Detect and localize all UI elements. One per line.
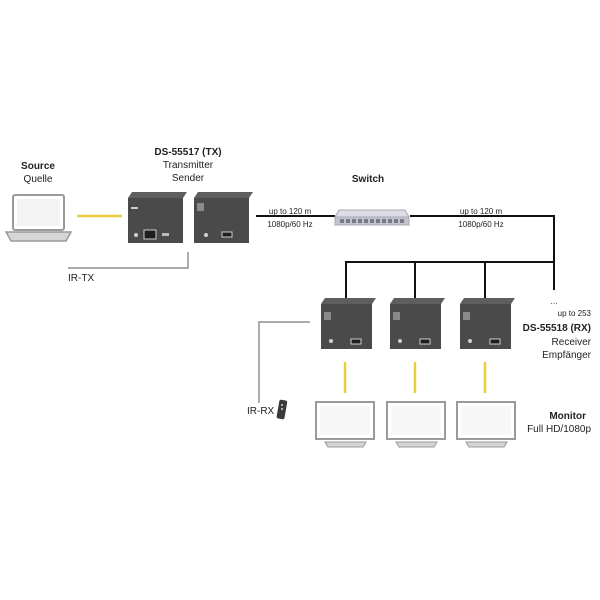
link-right-distance: up to 120 m [459, 207, 503, 216]
source-subtitle: Quelle [23, 174, 53, 185]
laptop-icon [4, 194, 73, 242]
receiver-model: DS-55518 (RX) [522, 323, 591, 334]
receiver-more-ellipsis: … [550, 297, 558, 306]
receiver-label-de: Empfänger [542, 350, 591, 361]
link-right-resolution: 1080p/60 Hz [458, 220, 504, 229]
transmitter-model: DS-55517 (TX) [154, 147, 222, 158]
monitor-icon-3 [456, 401, 516, 448]
monitor-subtitle: Full HD/1080p [527, 424, 591, 435]
transmitter-unit-back [194, 192, 253, 243]
switch-icon [334, 209, 410, 226]
remote-control-icon [276, 399, 288, 420]
ir-rx-label: IR-RX [247, 406, 275, 417]
receiver-unit-3 [460, 298, 515, 349]
link-left-resolution: 1080p/60 Hz [267, 220, 313, 229]
monitor-icon-2 [386, 401, 446, 448]
ir-rx-cable [258, 321, 310, 403]
source-title: Source [21, 161, 55, 172]
receiver-unit-1 [321, 298, 376, 349]
link-left-distance: up to 120 m [268, 207, 312, 216]
transmitter-label: Transmitter [162, 160, 214, 171]
monitor-icon-1 [315, 401, 375, 448]
transmitter-label-de: Sender [171, 173, 205, 184]
ir-tx-cable [68, 252, 189, 269]
receiver-count: up to 253 [557, 309, 591, 318]
monitor-title: Monitor [549, 411, 586, 422]
ir-tx-label: IR-TX [68, 273, 95, 284]
receiver-label: Receiver [551, 337, 591, 348]
switch-title: Switch [351, 174, 385, 185]
receiver-unit-2 [390, 298, 445, 349]
transmitter-unit-front [128, 192, 187, 243]
